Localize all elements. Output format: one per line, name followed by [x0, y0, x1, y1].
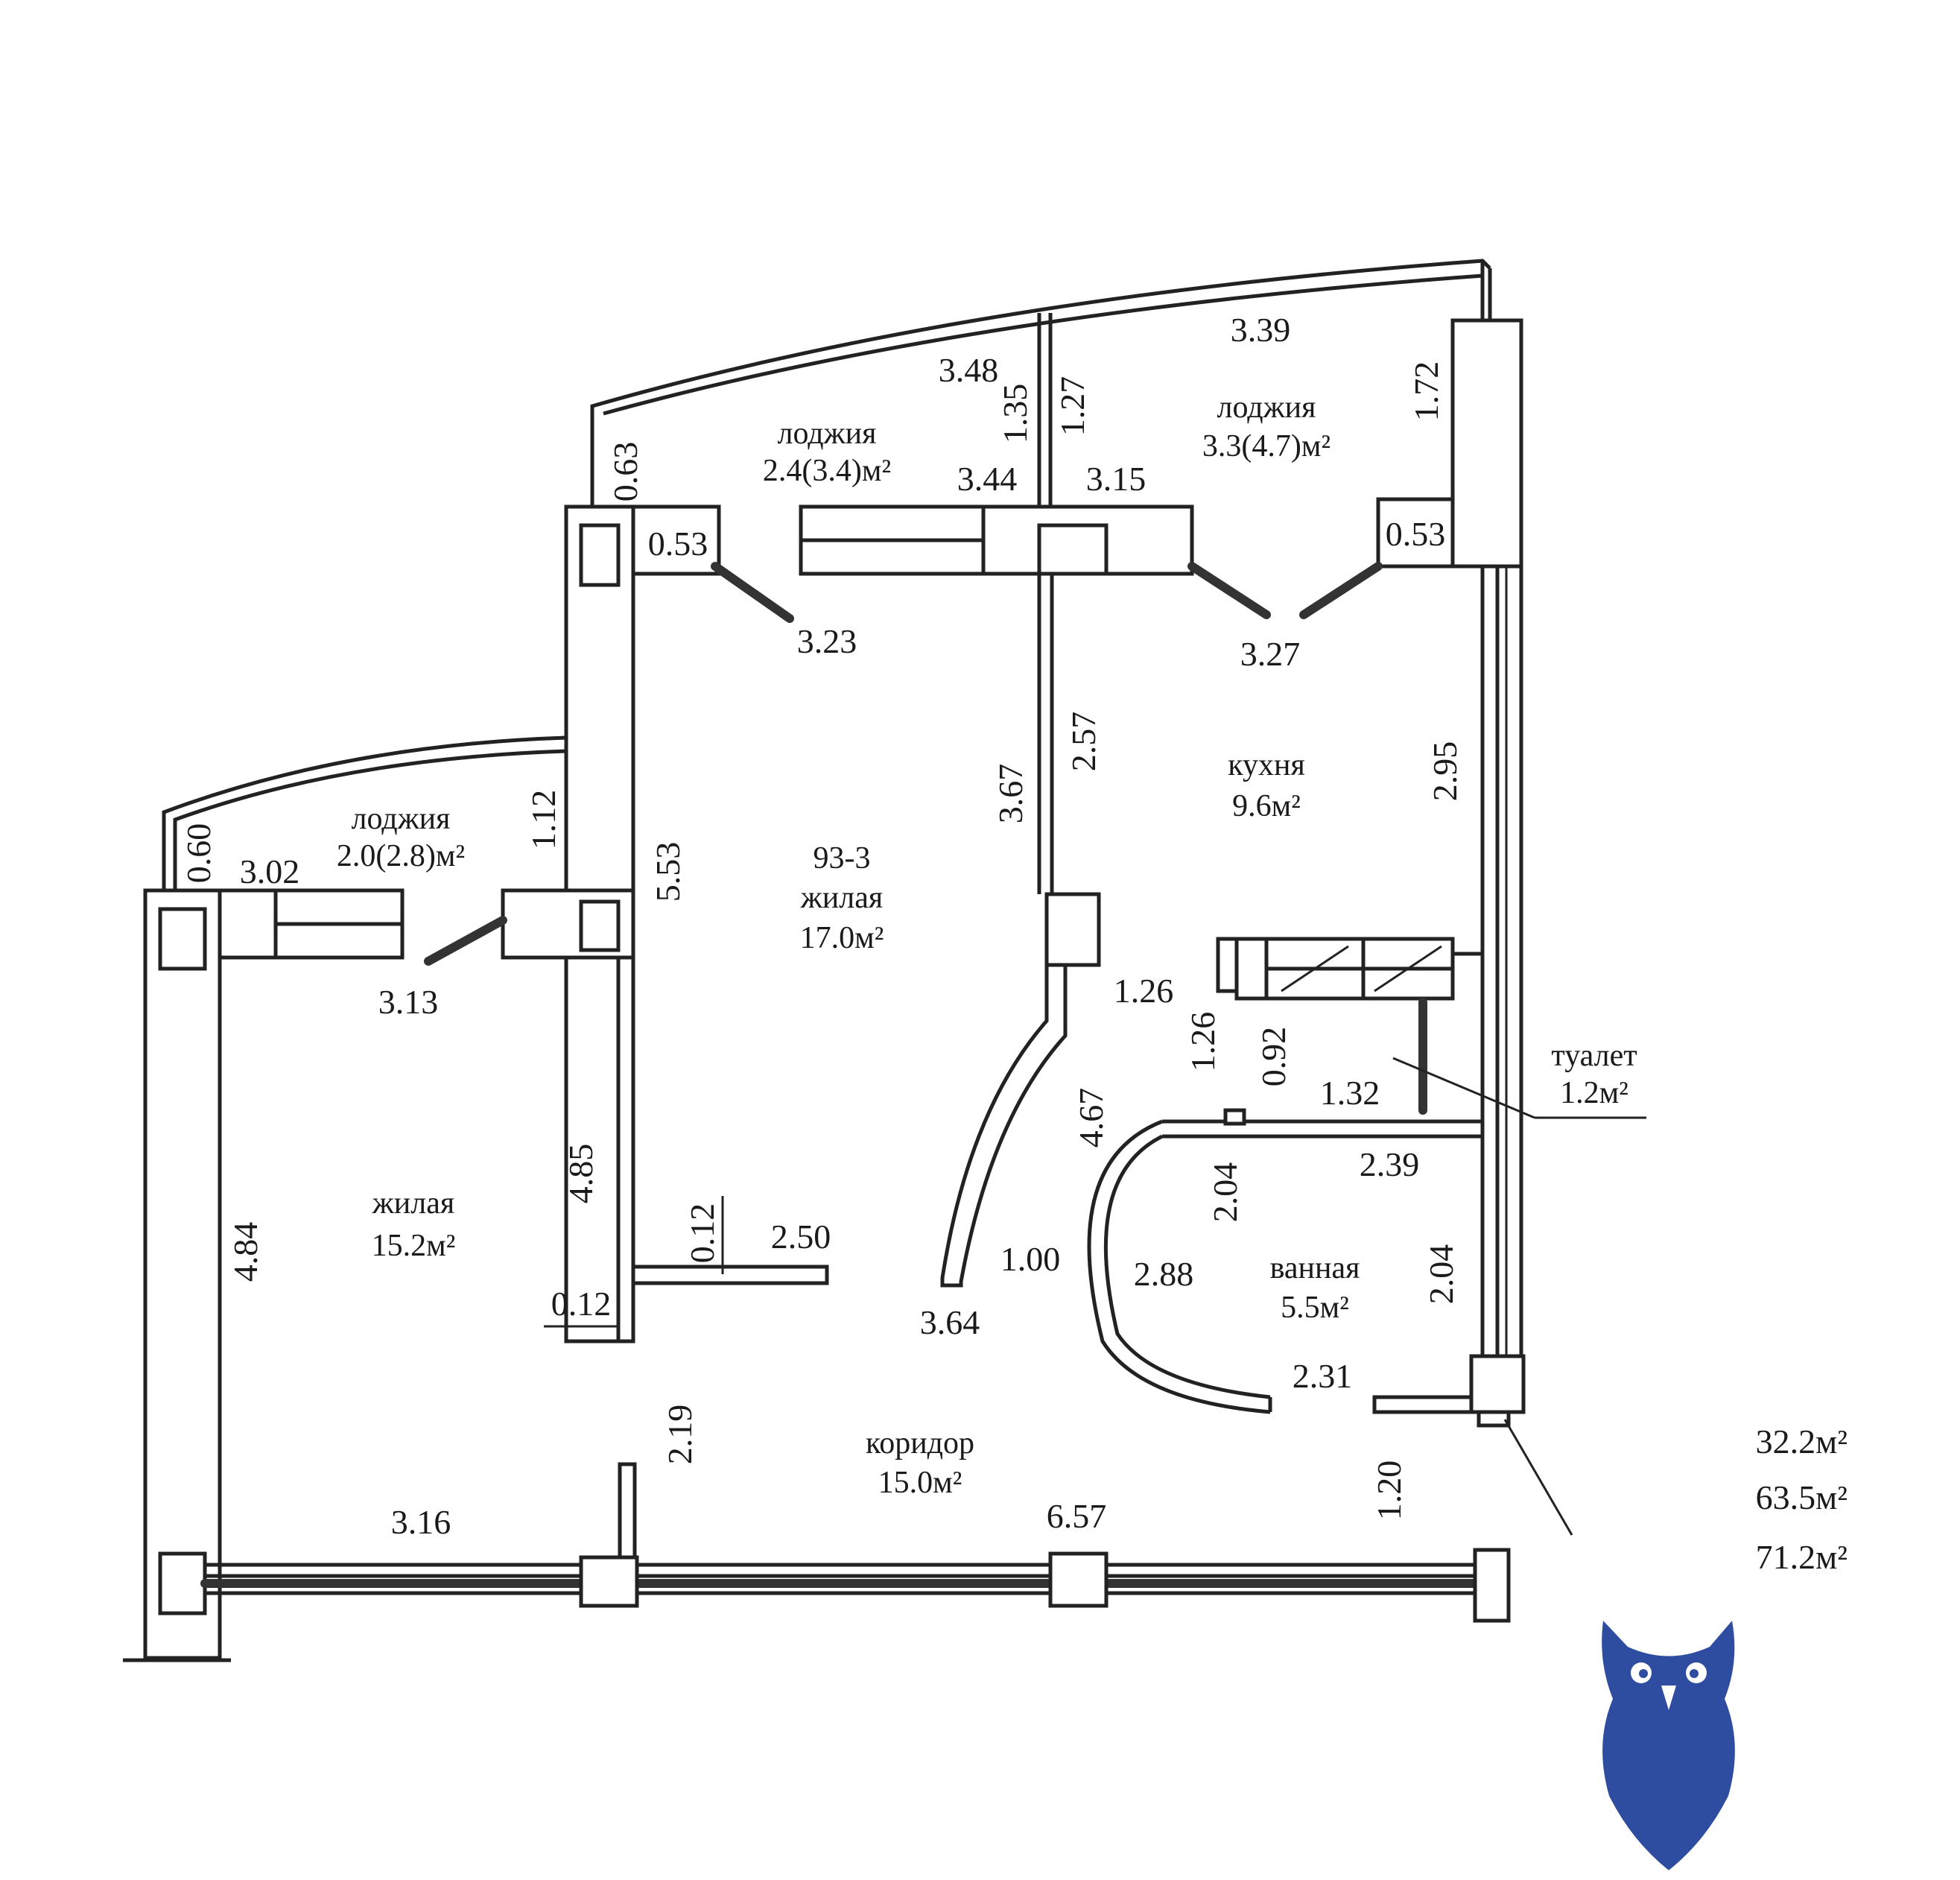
- dim-label: 1.27: [1053, 376, 1091, 437]
- dim-label: 3.15: [1086, 460, 1146, 498]
- living-main-area: 17.0м²: [800, 921, 884, 955]
- dim-label: 2.57: [1065, 712, 1103, 772]
- corridor-name: коридор: [866, 1426, 974, 1460]
- loggia-right-name: лоджия: [1217, 390, 1316, 425]
- room-labels: лоджия 2.4(3.4)м² лоджия 3.3(4.7)м² лодж…: [337, 390, 1637, 1500]
- dim-label: 3.27: [1240, 635, 1301, 673]
- dim-label: 4.85: [562, 1144, 600, 1204]
- loggia-right-area: 3.3(4.7)м²: [1202, 429, 1331, 463]
- dim-label: 2.31: [1293, 1357, 1353, 1395]
- dim-label: 3.13: [378, 983, 439, 1021]
- kitchen-area: 9.6м²: [1232, 789, 1301, 823]
- dim-label: 2.19: [661, 1405, 699, 1465]
- loggia-left-area: 2.0(2.8)м²: [337, 839, 465, 873]
- total-area-living: 32.2м²: [1756, 1422, 1848, 1460]
- dim-label: 1.00: [1000, 1240, 1061, 1278]
- dim-label: 0.60: [180, 823, 218, 884]
- owl-icon: [1602, 1621, 1735, 1870]
- living-left-name: жилая: [372, 1186, 454, 1221]
- loggia-center-name: лоджия: [778, 417, 877, 451]
- dim-label: 0.12: [683, 1203, 721, 1264]
- dim-label: 2.50: [771, 1218, 831, 1256]
- living-main-name: жилая: [800, 881, 883, 915]
- dim-label: 3.16: [391, 1503, 451, 1541]
- dim-label: 0.63: [606, 442, 644, 502]
- corridor-area: 15.0м²: [878, 1466, 962, 1500]
- dim-label: 2.95: [1426, 741, 1464, 802]
- dim-label: 1.32: [1320, 1074, 1380, 1112]
- living-left-area: 15.2м²: [372, 1229, 456, 1263]
- dim-label: 1.72: [1407, 361, 1445, 422]
- living-main-code: 93-3: [814, 841, 871, 876]
- dim-label: 6.57: [1047, 1497, 1107, 1535]
- dim-label: 3.64: [920, 1303, 980, 1341]
- dim-label: 1.26: [1114, 972, 1174, 1010]
- dim-label: 2.39: [1360, 1145, 1420, 1183]
- loggia-center-area: 2.4(3.4)м²: [763, 454, 891, 488]
- bathroom-name: ванная: [1270, 1251, 1360, 1285]
- total-area-net: 63.5м²: [1756, 1478, 1848, 1516]
- dim-label: 3.39: [1231, 311, 1291, 349]
- bathroom-area: 5.5м²: [1281, 1291, 1349, 1325]
- loggia-left-name: лоджия: [352, 802, 451, 836]
- dim-label: 0.53: [1386, 515, 1446, 553]
- dim-label: 2.88: [1134, 1255, 1194, 1293]
- dim-label: 2.04: [1422, 1244, 1460, 1305]
- dim-label: 0.92: [1255, 1027, 1293, 1087]
- dim-label: 3.67: [992, 764, 1030, 824]
- dim-label: 3.02: [240, 852, 300, 890]
- kitchen-name: кухня: [1228, 748, 1305, 782]
- dim-label: 3.44: [957, 460, 1018, 498]
- dim-label: 1.12: [524, 790, 562, 850]
- toilet-area: 1.2м²: [1560, 1076, 1628, 1110]
- total-area-gross: 71.2м²: [1756, 1538, 1848, 1576]
- dim-label: 5.53: [649, 842, 687, 902]
- dim-label: 0.12: [551, 1285, 612, 1323]
- dim-label: 4.67: [1072, 1088, 1110, 1148]
- dim-label: 1.20: [1370, 1460, 1408, 1521]
- dim-label: 0.53: [648, 525, 708, 563]
- toilet-name: туалет: [1551, 1039, 1637, 1073]
- dim-label: 1.26: [1184, 1012, 1222, 1072]
- walls: [123, 259, 1646, 1662]
- dim-label: 1.35: [996, 384, 1034, 444]
- dimension-labels: 3.48 1.35 1.27 3.39 1.72 0.63 3.44 3.15 …: [180, 311, 1464, 1541]
- dim-label: 4.84: [226, 1222, 264, 1282]
- dim-label: 2.04: [1206, 1162, 1244, 1223]
- dim-label: 3.23: [797, 622, 857, 660]
- dim-label: 3.48: [939, 351, 999, 389]
- area-totals: 32.2м² 63.5м² 71.2м²: [1756, 1422, 1848, 1576]
